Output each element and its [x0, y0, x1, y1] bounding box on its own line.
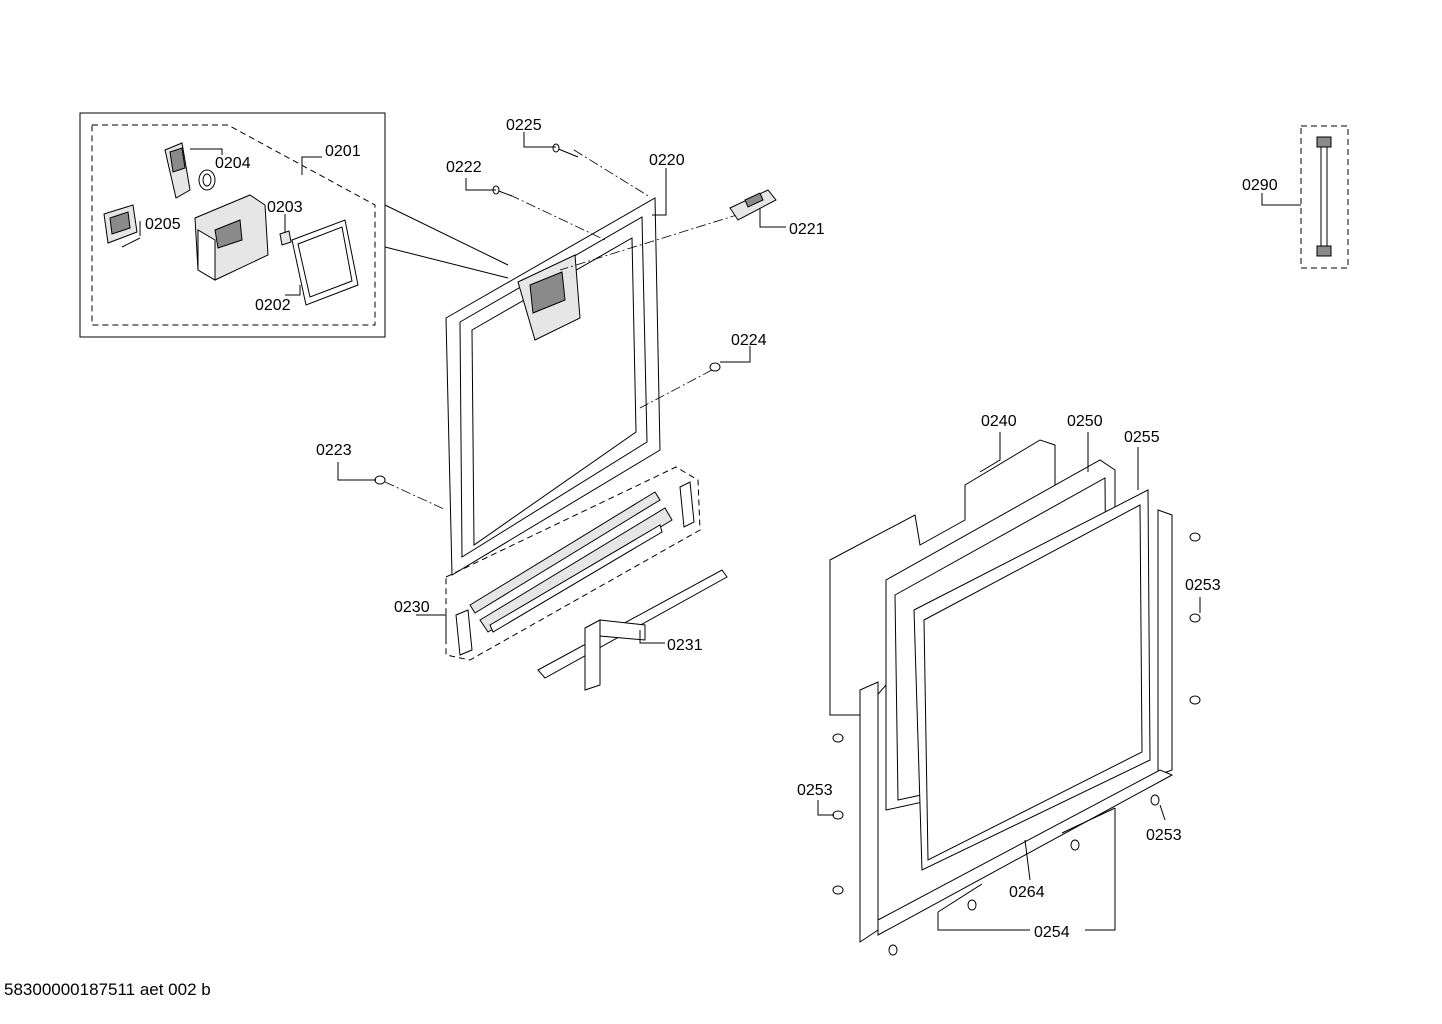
label-0290: 0290: [1242, 177, 1278, 194]
label-0205: 0205: [145, 216, 181, 233]
label-0225: 0225: [506, 117, 542, 134]
label-0253-right: 0253: [1185, 577, 1221, 594]
label-0231: 0231: [667, 637, 703, 654]
seal-ring-part: [198, 169, 216, 191]
label-0253-left: 0253: [797, 782, 833, 799]
hinge-clip-0221: [729, 189, 777, 221]
label-0224: 0224: [731, 332, 767, 349]
screw-0223: [374, 475, 386, 485]
rail-assembly-0230: [445, 466, 701, 661]
latch-cover-part: [164, 142, 191, 199]
screw-0222: [492, 185, 513, 197]
flap-part: [103, 204, 141, 248]
screw-0225: [552, 143, 579, 158]
leader-lines: [139, 132, 1301, 931]
rail-0231: [537, 569, 728, 691]
label-0223: 0223: [316, 442, 352, 459]
trim-frame-0264: [859, 509, 1174, 943]
label-0220: 0220: [649, 152, 685, 169]
cable-0290: [1300, 125, 1349, 269]
small-cap-part: [279, 230, 292, 246]
dosing-unit-part: [194, 194, 269, 281]
label-0222: 0222: [446, 159, 482, 176]
label-0202: 0202: [255, 297, 291, 314]
dispenser-lid-part: [291, 219, 359, 306]
label-0253-bottom: 0253: [1146, 827, 1182, 844]
label-0201: 0201: [325, 143, 361, 160]
detail-inset-frame: [79, 112, 509, 338]
label-0240: 0240: [981, 413, 1017, 430]
label-0203: 0203: [267, 199, 303, 216]
label-0204: 0204: [215, 155, 251, 172]
label-0255: 0255: [1124, 429, 1160, 446]
label-0254: 0254: [1034, 924, 1070, 941]
inner-door-panel: [445, 197, 661, 576]
label-0264: 0264: [1009, 884, 1045, 901]
front-panel-0255: [913, 489, 1151, 871]
document-id: 58300000187511 aet 002 b: [4, 980, 211, 999]
label-0250: 0250: [1067, 413, 1103, 430]
label-0230: 0230: [394, 599, 430, 616]
label-0221: 0221: [789, 221, 825, 238]
screws-0253: [832, 532, 1201, 956]
screw-0224: [709, 362, 721, 372]
assembly-lines: [384, 149, 741, 511]
trim-strips-0254: [937, 807, 1116, 913]
